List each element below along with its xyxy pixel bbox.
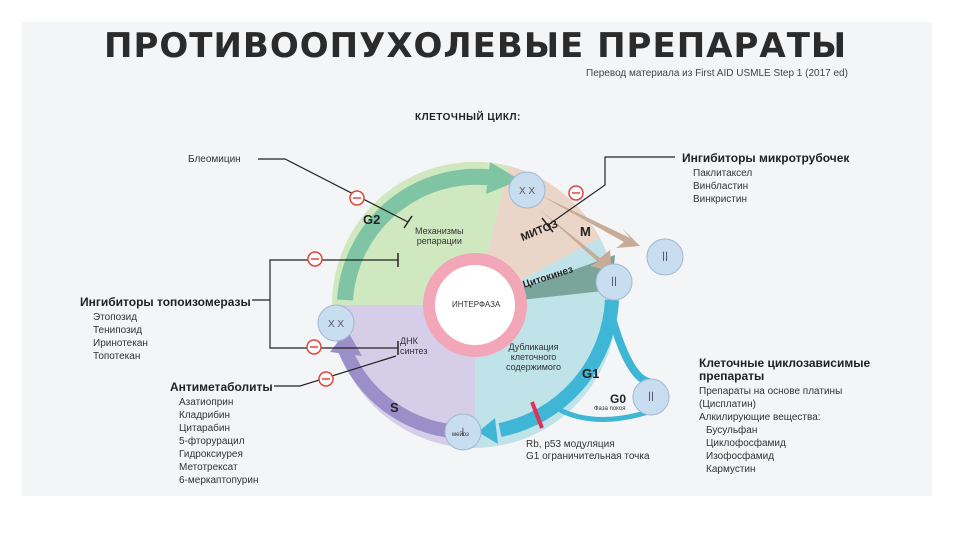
cycle-dependent-heading-2: препараты	[699, 369, 765, 383]
antimetabolite-item: 5-фторурацил	[179, 436, 245, 447]
cycle-dependent-item: Циклофосфамид	[706, 438, 786, 449]
g2-arc	[337, 168, 497, 301]
microtubule-item: Винкристин	[693, 194, 747, 205]
phase-s-label: S	[390, 400, 399, 415]
inhibitor-mark-bleomycin	[349, 190, 365, 206]
dna-synthesis-label: ДНК синтез	[400, 336, 428, 356]
g1-arrowhead	[478, 418, 498, 444]
cell-caption: мейоз	[452, 432, 469, 438]
cycle-dependent-item: (Цисплатин)	[699, 399, 756, 410]
checkpoint-mark	[530, 401, 544, 429]
bleomycin-line	[258, 158, 409, 223]
topoisomerase-item: Иринотекан	[93, 338, 148, 349]
antimetabolite-item: Цитарабин	[179, 423, 230, 434]
inhibitor-mark-microtubule	[568, 185, 584, 201]
g2-arrowhead	[486, 162, 520, 194]
cell-right-1: ꟾꟾ	[646, 238, 684, 276]
checkpoint-line1: Rb, p53 модуляция	[526, 439, 615, 450]
topoisomerase-item: Тенипозид	[93, 325, 143, 336]
page-title: ПРОТИВООПУХОЛЕВЫЕ ПРЕПАРАТЫ	[104, 26, 848, 66]
microtubule-line	[547, 156, 675, 226]
inhibitor-mark-topo-top	[307, 251, 323, 267]
interphase-label: ИНТЕРФАЗА	[452, 300, 501, 309]
antimetabolites-heading: Антиметаболиты	[170, 380, 273, 394]
repair-label: Механизмы репарации	[415, 226, 464, 246]
antimetabolite-item: 6-меркаптопурин	[179, 475, 259, 486]
cycle-dependent-item: Изофосфамид	[706, 451, 775, 462]
cycle-title: КЛЕТОЧНЫЙ ЦИКЛ:	[415, 112, 521, 123]
microtubule-item: Винбластин	[693, 181, 749, 192]
phase-m-label: M	[580, 224, 591, 239]
g0-arrow	[608, 316, 651, 386]
antimetabolite-item: Метотрексат	[179, 462, 238, 473]
microtubule-item: Паклитаксел	[693, 168, 753, 179]
svg-text:ꟾ: ꟾ	[462, 427, 465, 438]
microtubule-heading: Ингибиторы микротрубочек	[682, 151, 850, 165]
page-subtitle: Перевод материала из First AID USMLE Ste…	[586, 68, 848, 79]
cell-right-2: ꟾꟾ	[595, 263, 633, 301]
cycle-dependent-item: Препараты на основе платины	[699, 386, 843, 397]
svg-text:ꟾꟾ: ꟾꟾ	[611, 276, 617, 289]
microtubule-tbar	[541, 217, 554, 233]
inhibitor-mark-antimetabolite	[318, 371, 334, 387]
antimetabolite-item: Кладрибин	[179, 410, 231, 421]
inhibitor-mark-topo-bottom	[306, 339, 322, 355]
antimetabolite-line	[274, 355, 397, 387]
antimetabolite-item: Азатиоприн	[179, 397, 234, 408]
phase-g0-label: G0	[610, 392, 627, 406]
antimetabolite-item: Гидроксиурея	[179, 449, 243, 460]
rest-phase-label: Фаза покоя	[594, 406, 626, 412]
cycle-dependent-heading: Клеточные циклозависимые	[699, 356, 871, 370]
s-arrowhead	[330, 330, 362, 356]
cycle-dependent-item: Бусульфан	[706, 425, 758, 436]
bleomycin-label: Блеомицин	[188, 154, 241, 165]
phase-g2-label: G2	[363, 212, 381, 227]
checkpoint-line2: G1 ограничительная точка	[526, 451, 650, 462]
g1-arc	[498, 299, 619, 437]
topo-line-2	[269, 300, 398, 349]
topoisomerase-item: Топотекан	[93, 351, 141, 362]
topoisomerase-item: Этопозид	[93, 312, 138, 323]
m-arrow-1	[540, 195, 640, 248]
topo-line	[252, 259, 398, 301]
cycle-dependent-item: Кармустин	[706, 464, 756, 475]
svg-text:ꟾꟾ: ꟾꟾ	[662, 251, 668, 264]
m-arrow-2	[540, 210, 612, 272]
cell-left: X X	[317, 304, 355, 342]
bleomycin-tbar	[403, 215, 413, 229]
cell-g0: ꟾꟾ	[632, 378, 670, 416]
cycle-dependent-item: Алкилирующие вещества:	[699, 412, 821, 423]
phase-g1-label: G1	[582, 366, 600, 381]
cell-bottom: ꟾ	[444, 413, 482, 451]
interphase-ring	[423, 253, 527, 357]
cell-top: X X	[508, 171, 546, 209]
svg-text:X X: X X	[328, 319, 344, 330]
duplication-label: Дубликация клеточного содержимого	[506, 342, 562, 372]
topoisomerase-heading: Ингибиторы топоизомеразы	[80, 295, 251, 309]
svg-text:ꟾꟾ: ꟾꟾ	[648, 391, 654, 404]
svg-text:X X: X X	[519, 186, 535, 197]
